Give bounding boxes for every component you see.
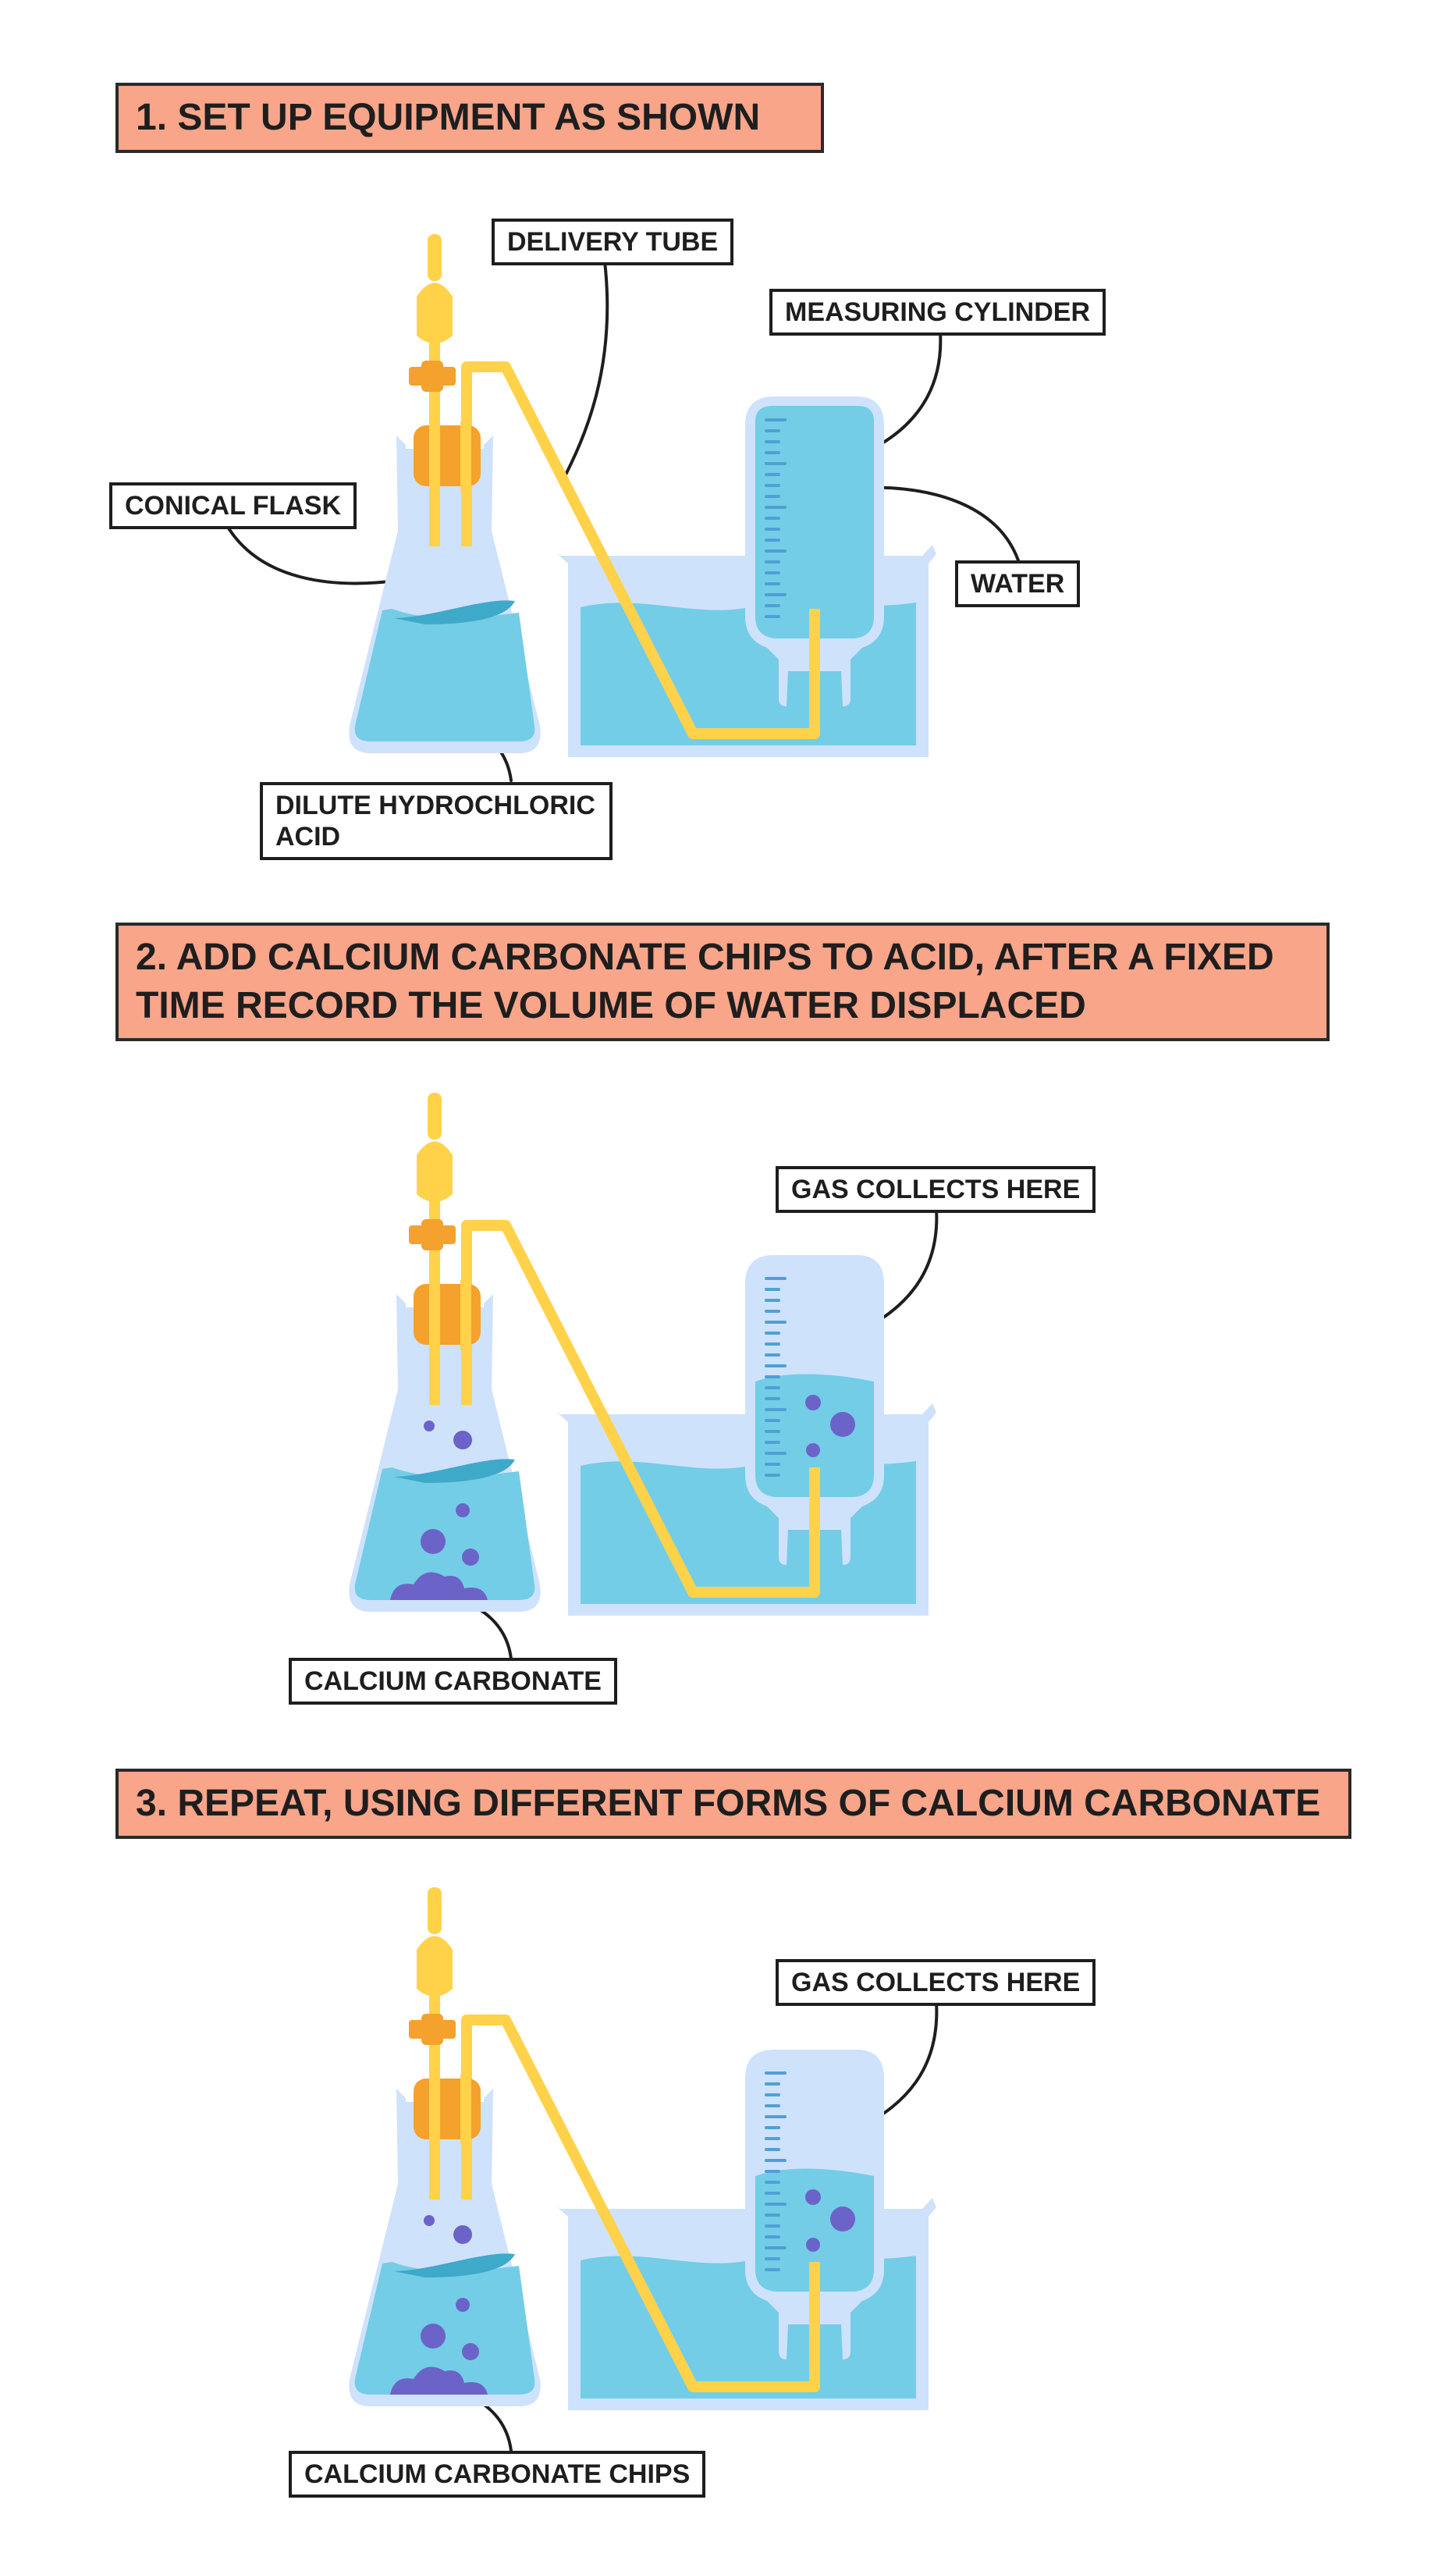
acid-bubble bbox=[456, 1503, 470, 1517]
conical-flask bbox=[349, 2089, 541, 2406]
gas-bubble bbox=[806, 1443, 820, 1457]
acid-bubble bbox=[424, 1421, 435, 1431]
delivery-tube bbox=[461, 2014, 820, 2392]
delivery-tube bbox=[461, 1220, 820, 1598]
leader-conical-flask bbox=[225, 523, 419, 585]
calcium-carbonate-lumps bbox=[390, 1572, 488, 1600]
gas-bubble bbox=[806, 2238, 820, 2252]
conical-flask bbox=[349, 436, 541, 753]
step-3-header: 3. REPEAT, USING DIFFERENT FORMS OF CALC… bbox=[115, 1769, 1351, 1839]
label-delivery-tube: DELIVERY TUBE bbox=[492, 219, 734, 265]
gas-bubble bbox=[830, 2207, 855, 2231]
measuring-cylinder bbox=[745, 1255, 884, 1565]
acid-bubble bbox=[462, 2343, 479, 2360]
label-dilute-acid: DILUTE HYDROCHLORIC ACID bbox=[260, 782, 613, 860]
flask-acid bbox=[354, 609, 535, 741]
acid-bubble bbox=[421, 1529, 446, 1554]
acid-bubble bbox=[453, 1431, 472, 1449]
label-water: WATER bbox=[955, 560, 1081, 607]
calcium-carbonate-chips bbox=[390, 2367, 488, 2395]
acid-bubble bbox=[424, 2215, 435, 2226]
acid-bubble bbox=[453, 2225, 472, 2244]
stopper bbox=[414, 421, 481, 492]
flask-acid bbox=[354, 2262, 535, 2395]
label-conical-flask: CONICAL FLASK bbox=[109, 482, 357, 529]
acid-bubble bbox=[462, 1549, 479, 1566]
apparatus-scene-2 bbox=[349, 1093, 939, 1660]
cylinder-water bbox=[755, 2168, 874, 2292]
step-1-header: 1. SET UP EQUIPMENT AS SHOWN bbox=[115, 83, 824, 153]
stopper bbox=[414, 1280, 481, 1350]
dropping-funnel bbox=[409, 1887, 456, 2199]
leader-water bbox=[853, 485, 1020, 562]
leader-delivery-tube bbox=[560, 260, 609, 484]
flask-acid bbox=[354, 1467, 535, 1600]
stopper bbox=[414, 2075, 481, 2145]
delivery-tube bbox=[461, 361, 820, 739]
acid-bubble bbox=[456, 2298, 470, 2312]
conical-flask bbox=[349, 1294, 541, 1612]
measuring-cylinder bbox=[745, 2050, 884, 2359]
acid-bubble bbox=[421, 2324, 446, 2349]
cylinder-water bbox=[755, 1374, 874, 1497]
dropping-funnel bbox=[409, 234, 456, 546]
apparatus-scene-1 bbox=[225, 234, 1020, 782]
label-gas-collects: GAS COLLECTS HERE bbox=[776, 1959, 1096, 2006]
label-measuring-cylinder: MEASURING CYLINDER bbox=[769, 289, 1106, 336]
step-2-header: 2. ADD CALCIUM CARBONATE CHIPS TO ACID, … bbox=[115, 923, 1330, 1041]
label-calcium-carbonate: CALCIUM CARBONATE bbox=[289, 1658, 617, 1705]
apparatus-scene-3 bbox=[349, 1887, 939, 2452]
label-calcium-carbonate-chips: CALCIUM CARBONATE CHIPS bbox=[289, 2451, 706, 2498]
dropping-funnel bbox=[409, 1093, 456, 1405]
measuring-cylinder bbox=[745, 396, 884, 706]
gas-bubble bbox=[805, 2189, 821, 2205]
gas-bubble bbox=[805, 1395, 821, 1410]
label-gas-collects: GAS COLLECTS HERE bbox=[776, 1166, 1096, 1213]
gas-bubble bbox=[830, 1412, 855, 1437]
